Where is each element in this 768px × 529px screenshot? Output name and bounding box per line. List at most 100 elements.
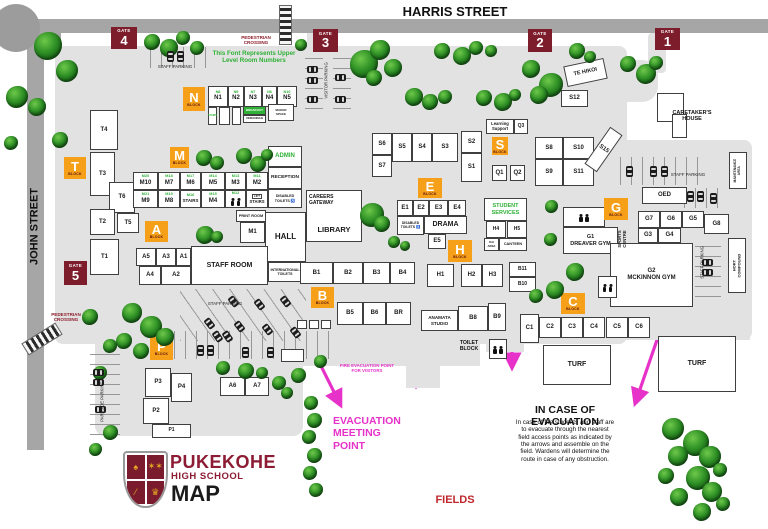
car-icon <box>687 191 694 202</box>
tree <box>366 70 382 86</box>
tree <box>544 233 557 246</box>
parking-area <box>90 351 120 435</box>
room-e-disabled-toilets: DISABLED TOILETS ♿ <box>397 216 424 235</box>
vbox-hort-compound: HORT COMPOUND <box>728 238 746 293</box>
room-print-room: PRINT ROOM <box>236 210 266 222</box>
parking-area <box>695 237 721 297</box>
car-icon <box>661 166 668 177</box>
room-admin: ADMIN <box>268 146 302 167</box>
room-e2: E2 <box>413 200 429 216</box>
room-t4: T4 <box>90 110 118 150</box>
room-q3: Q3 <box>514 119 528 134</box>
room-kai-area: KAI AREA <box>484 238 499 251</box>
tree <box>133 343 149 359</box>
tree <box>370 40 390 60</box>
room-h1: H1 <box>427 264 454 287</box>
tree <box>176 31 190 45</box>
room-verandah: VERANDAH <box>243 115 266 123</box>
room-m-disabled-toilets: DISABLED TOILETS ♿ <box>268 189 302 208</box>
room-n-box-2 <box>219 107 230 125</box>
toilet-icon <box>578 214 590 222</box>
tree <box>122 303 142 323</box>
room-a4: A4 <box>139 266 161 285</box>
campus-ground <box>406 336 440 388</box>
car-icon <box>307 96 318 103</box>
room-c3: C3 <box>561 317 583 338</box>
tree <box>405 88 423 106</box>
tree <box>699 446 721 468</box>
car-icon <box>335 96 346 103</box>
car-icon <box>307 77 318 84</box>
parking-area <box>684 188 728 208</box>
crest-quadrant: ⁄ <box>127 480 145 504</box>
room-h3: H3 <box>482 264 503 287</box>
room-letterbox-1 <box>297 320 307 329</box>
room-g6: G6 <box>660 211 682 228</box>
room-s5: S5 <box>392 133 412 162</box>
car-icon <box>710 193 717 204</box>
label-caretakers-house: CARETAKER'S HOUSE <box>672 110 712 123</box>
room-toilet-block-wc <box>489 339 507 359</box>
room-turf-centre: TURF <box>543 345 611 385</box>
label-upper-level-note: This Font Represents Upper Level Room Nu… <box>212 50 296 65</box>
tree <box>529 289 543 303</box>
tree <box>190 41 204 55</box>
label-visitor-parking: VISITOR PARKING <box>323 62 329 99</box>
tree <box>196 150 212 166</box>
car-icon <box>697 191 704 202</box>
tree <box>89 443 102 456</box>
tree <box>668 446 688 466</box>
toilet-icon <box>230 198 242 206</box>
tree <box>156 328 174 346</box>
room-g4: G4 <box>658 228 681 243</box>
tree <box>52 132 68 148</box>
tree <box>307 448 322 463</box>
tree <box>250 156 266 172</box>
room-s6: S6 <box>372 133 392 155</box>
car-icon <box>267 347 274 358</box>
label-evacuation-meeting-point: EVACUATION MEETING POINT <box>333 415 401 452</box>
logo-map-word: MAP <box>171 481 220 506</box>
pedestrian-crossing-stripes <box>279 5 292 45</box>
logo-school-name: PUKEKOHE <box>170 452 277 472</box>
tree <box>261 149 273 161</box>
label-staff-parking-ne: STAFF PARKING <box>670 172 706 177</box>
tree <box>569 43 585 59</box>
room-h2: H2 <box>461 264 482 287</box>
tree <box>82 309 98 325</box>
room-b10: B10 <box>509 277 536 292</box>
tree <box>422 94 438 110</box>
room-a5: A5 <box>136 248 156 266</box>
tree <box>566 263 584 281</box>
room-n-box-3 <box>232 107 241 125</box>
tree <box>530 86 548 104</box>
room-s9: S9 <box>535 159 563 186</box>
room-s8: S8 <box>535 137 563 159</box>
room-g8: G8 <box>704 214 729 234</box>
room-turf-east: TURF <box>658 336 736 392</box>
room-g2-mckinnon-gym: G2 MCKINNON GYM <box>610 243 693 307</box>
room-b11: B11 <box>509 262 536 277</box>
room-g1-dreaver-gym: G1 DREAVER GYM <box>563 227 618 254</box>
tree <box>485 45 497 57</box>
label-pedestrian-crossing-top: PEDESTRIAN CROSSING <box>241 35 271 46</box>
tree <box>400 241 410 251</box>
car-icon <box>650 166 657 177</box>
tree <box>281 387 293 399</box>
room-staff-room: STAFF ROOM <box>191 246 268 285</box>
